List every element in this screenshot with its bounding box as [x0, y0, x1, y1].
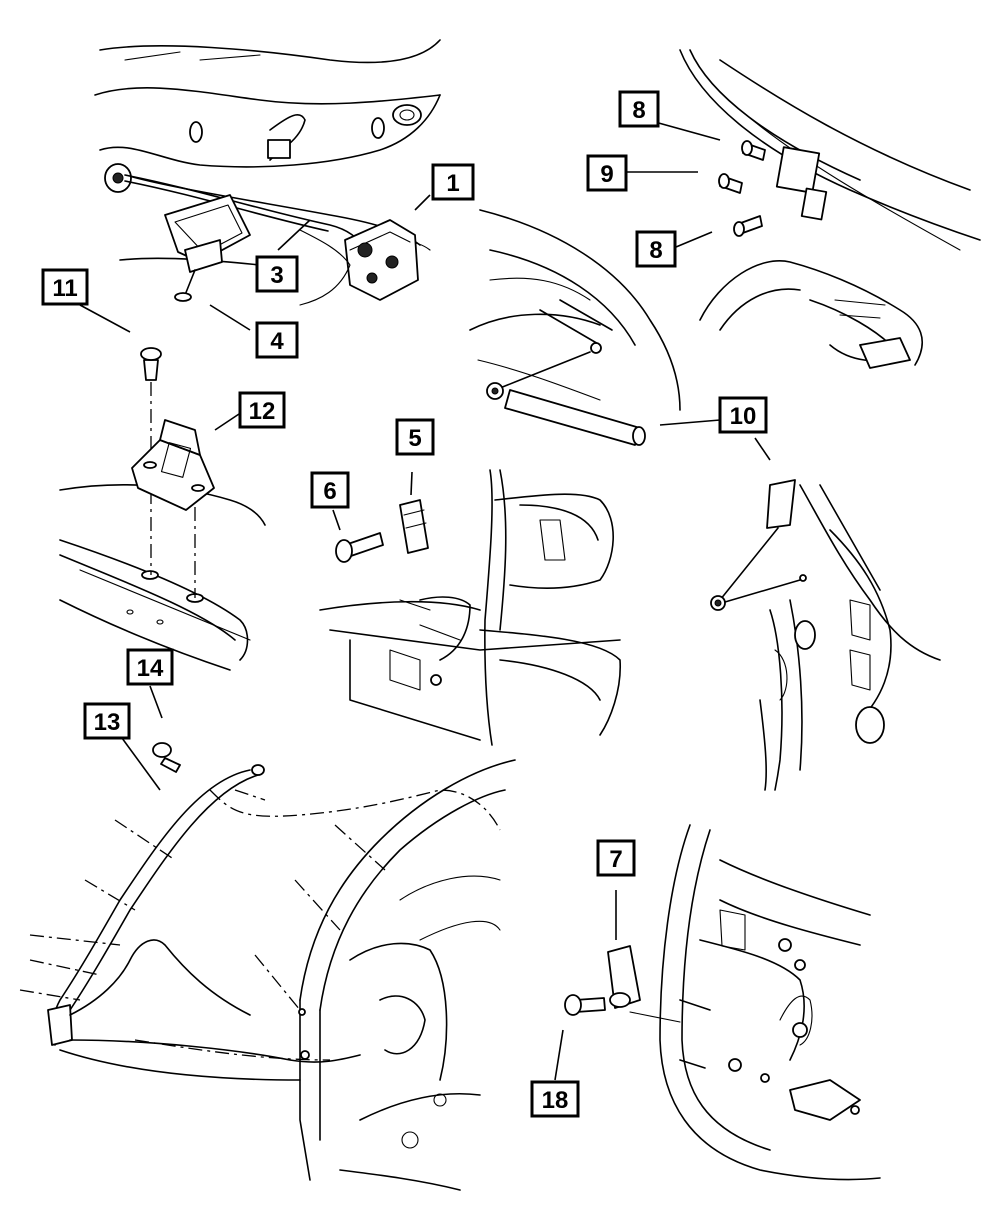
callout-1: 1 [431, 163, 475, 201]
callout-14-label: 14 [137, 655, 164, 682]
callout-4-label: 4 [270, 328, 284, 355]
callout-3-label: 3 [270, 262, 283, 289]
callout-8-bottom: 8 [635, 230, 677, 268]
hinge-view [679, 49, 981, 369]
striker-view [319, 469, 621, 746]
callout-8-top: 8 [618, 90, 660, 128]
strut-mount-view [710, 479, 941, 791]
callout-4: 4 [255, 321, 299, 359]
callout-6: 6 [310, 471, 350, 509]
callout-18-label: 18 [542, 1087, 569, 1114]
callout-14: 14 [126, 648, 174, 686]
callout-1-label: 1 [446, 170, 459, 197]
callout-9-label: 9 [600, 161, 613, 188]
harness-view [19, 742, 516, 1191]
callout-11: 11 [41, 268, 89, 306]
callout-13: 13 [83, 702, 131, 740]
callout-6-label: 6 [323, 478, 336, 505]
callout-5: 5 [395, 418, 435, 456]
callout-10: 10 [718, 396, 768, 434]
callout-9: 9 [586, 154, 628, 192]
callout-12: 12 [238, 391, 286, 429]
callout-13-label: 13 [94, 709, 121, 736]
callout-7: 7 [596, 839, 636, 877]
bracket-view [59, 347, 266, 671]
callout-12-label: 12 [249, 398, 276, 425]
strut-opening-view [469, 209, 681, 446]
leader-lines [79, 121, 771, 1081]
callout-18: 18 [530, 1080, 580, 1118]
bumper-view [564, 824, 881, 1181]
callout-11-label: 11 [52, 275, 77, 302]
callout-7-label: 7 [609, 846, 622, 873]
callout-3: 3 [255, 255, 299, 293]
callout-10-label: 10 [730, 403, 757, 430]
latch-view [94, 39, 441, 306]
callout-5-label: 5 [408, 425, 421, 452]
callout-8-top-label: 8 [632, 97, 645, 124]
callout-8-bottom-label: 8 [649, 237, 662, 264]
